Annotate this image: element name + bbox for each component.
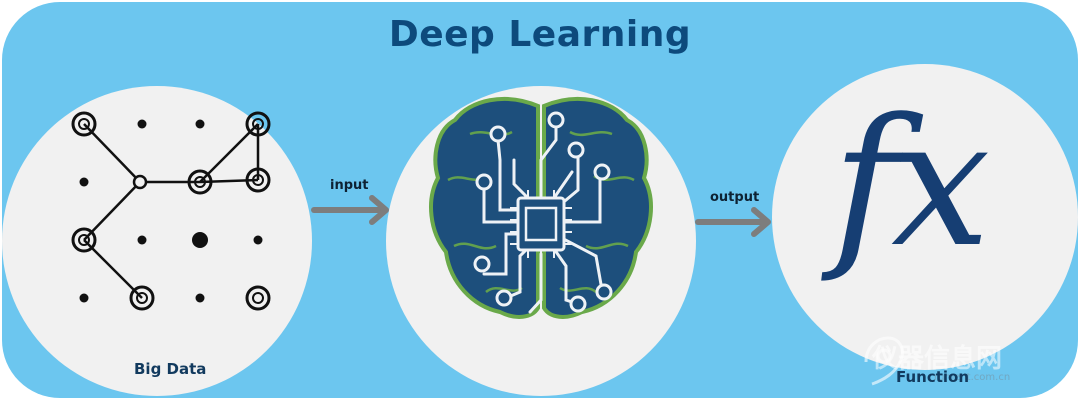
function-circle (772, 64, 1078, 370)
big-data-label: Big Data (134, 360, 207, 378)
ring-node (71, 111, 97, 137)
ring-node (71, 227, 97, 253)
output-edge-label: output (710, 190, 760, 205)
ring-node (245, 285, 271, 311)
brain-chip-icon (429, 97, 653, 319)
diagram-title: Deep Learning (388, 14, 692, 55)
function-symbol: fx (832, 81, 990, 286)
chip-icon (510, 190, 572, 258)
network-graph-icon (83, 123, 260, 299)
watermark-logo-icon (864, 336, 904, 386)
ring-node (245, 111, 271, 137)
function-label: Function (896, 368, 970, 386)
input-arrow (311, 195, 389, 225)
output-arrow (695, 207, 771, 237)
input-edge-label: input (330, 178, 369, 193)
ring-node (245, 167, 271, 193)
watermark-text: 仪器信息网 (872, 344, 1003, 374)
hub-node (132, 174, 148, 190)
ring-node (129, 285, 155, 311)
ring-node (187, 169, 213, 195)
dot-nodes (79, 119, 263, 303)
network-nodes (71, 111, 271, 311)
watermark-subtext: rument.com.cn (934, 372, 1011, 383)
